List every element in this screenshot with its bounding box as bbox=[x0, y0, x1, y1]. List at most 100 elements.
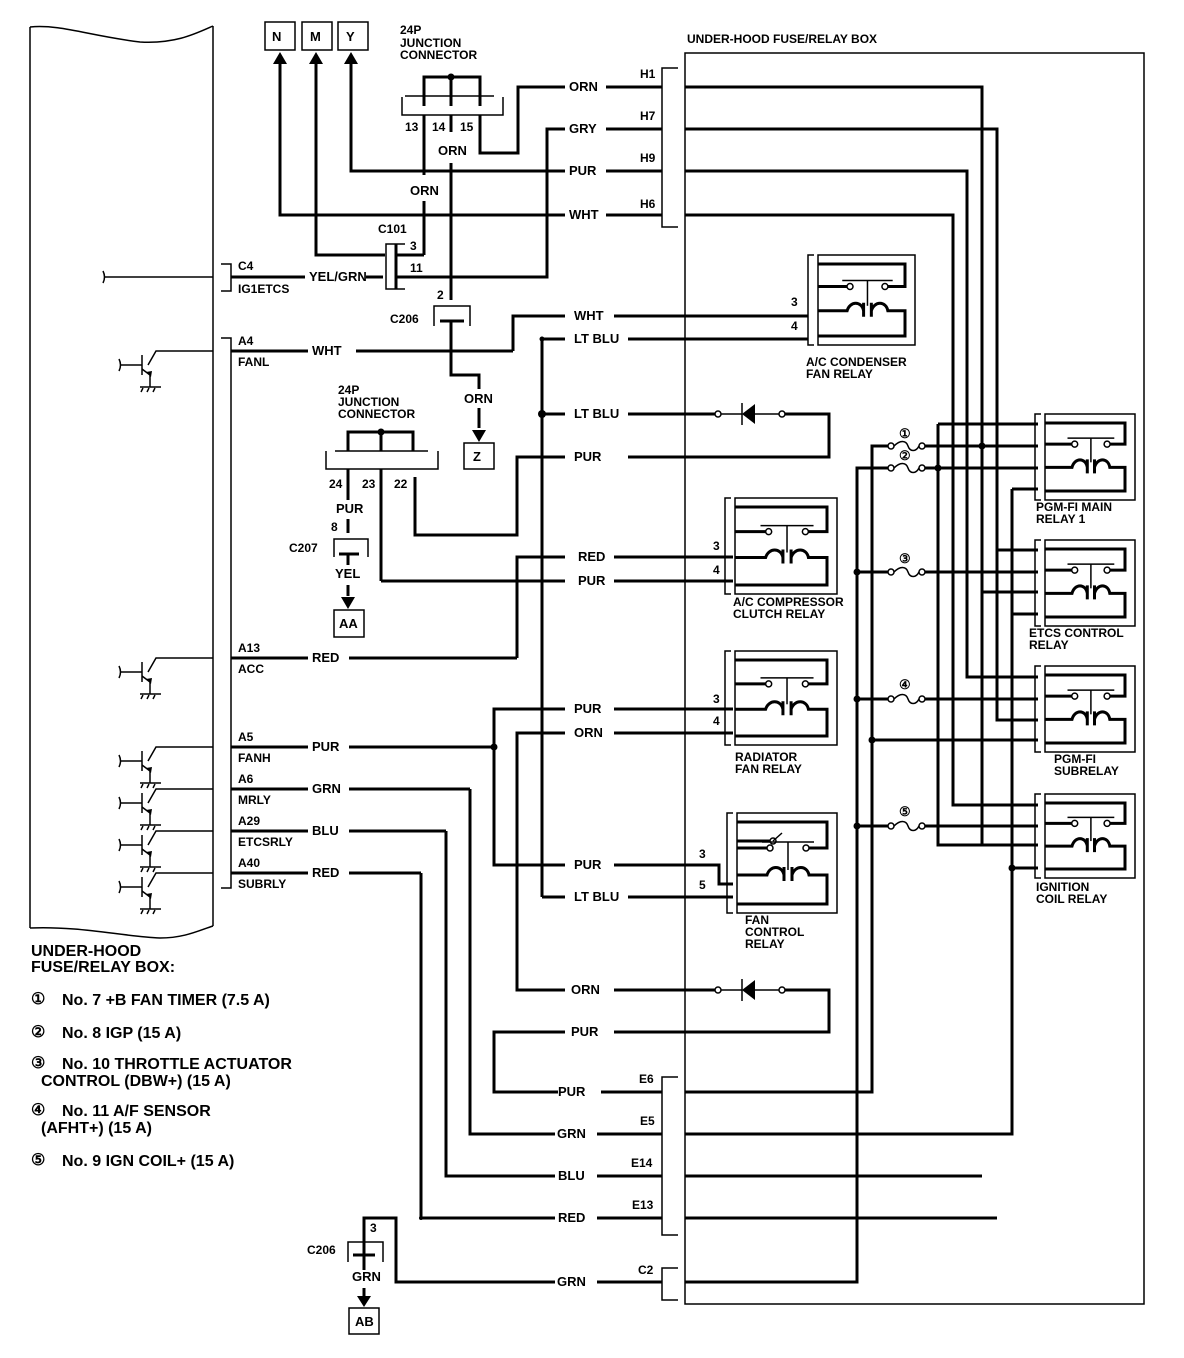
wire-label-e13: RED bbox=[558, 1210, 585, 1225]
relay-label-ignition-1: IGNITION bbox=[1036, 880, 1089, 894]
relay-fan-control bbox=[726, 812, 838, 914]
wire-label-a4: WHT bbox=[312, 343, 342, 358]
connector-label-n: N bbox=[272, 29, 281, 44]
fuse-icon bbox=[887, 440, 926, 452]
pcm-pin-a5: A5 bbox=[238, 730, 254, 744]
c101-label: C101 bbox=[378, 222, 407, 236]
pcm-signal-acc: ACC bbox=[238, 662, 264, 676]
pcm-connector-c4 bbox=[221, 263, 232, 292]
fanctrl-pin-5: 5 bbox=[699, 878, 706, 892]
fuse-mark-4: ④ bbox=[899, 677, 911, 692]
pcm-signal-fanl: FANL bbox=[238, 355, 269, 369]
wire-label-e14: BLU bbox=[558, 1168, 585, 1183]
junction-mid-pin-24: 24 bbox=[329, 477, 343, 491]
relay-etcs-control bbox=[1034, 539, 1136, 627]
legend-item-3-line-1: No. 10 THROTTLE ACTUATOR bbox=[62, 1056, 292, 1073]
wire-label-orn-14: ORN bbox=[438, 143, 467, 158]
wire-label-condenser-wht: WHT bbox=[574, 308, 604, 323]
relay-ac-compressor-clutch bbox=[724, 497, 838, 595]
junction-connector-top bbox=[401, 73, 504, 116]
connector-label-z: Z bbox=[473, 449, 481, 464]
c207-pin: 8 bbox=[331, 520, 338, 534]
wire-label-radiator-pur: PUR bbox=[574, 701, 602, 716]
wire-label-c206-grn: GRN bbox=[352, 1269, 381, 1284]
legend-mark-1: ① bbox=[31, 991, 45, 1008]
wire-label-condenser-ltblu: LT BLU bbox=[574, 331, 619, 346]
fuse-buses bbox=[853, 444, 890, 830]
relay-label-compressor-1: A/C COMPRESSOR bbox=[733, 595, 844, 609]
compressor-pin-4: 4 bbox=[713, 563, 720, 577]
legend-mark-2: ② bbox=[31, 1024, 45, 1041]
legend-mark-5: ⑤ bbox=[31, 1152, 45, 1169]
relay-label-compressor-2: CLUTCH RELAY bbox=[733, 607, 825, 621]
c206-bottom-pin: 3 bbox=[370, 1221, 377, 1235]
signal-ig1etcs: IG1ETCS bbox=[238, 282, 289, 296]
radiator-pin-3: 3 bbox=[713, 692, 720, 706]
junction-top-pin-13: 13 bbox=[405, 120, 419, 134]
fuse-mark-3: ③ bbox=[899, 551, 911, 566]
c206-bottom-label: C206 bbox=[307, 1243, 336, 1257]
transistor-driver-icon bbox=[118, 872, 213, 915]
diode-upper bbox=[628, 403, 831, 459]
legend-item-5: No. 9 IGN COIL+ (15 A) bbox=[62, 1153, 234, 1170]
junction-connector-mid bbox=[325, 428, 439, 470]
wire-label-a29: BLU bbox=[312, 823, 339, 838]
fuse-icon bbox=[887, 462, 926, 474]
wire-label-diode2-pur: PUR bbox=[571, 1024, 599, 1039]
wire-label-h6: WHT bbox=[569, 207, 599, 222]
pin-e6: E6 bbox=[639, 1072, 654, 1086]
pcm-pin-a40: A40 bbox=[238, 856, 260, 870]
pcm-module bbox=[29, 25, 214, 939]
fanctrl-pin-3: 3 bbox=[699, 847, 706, 861]
junction-top-label-2: JUNCTION bbox=[400, 36, 461, 50]
wire-label-c207-yel: YEL bbox=[335, 566, 360, 581]
junction-top-label-1: 24P bbox=[400, 23, 421, 37]
junction-mid-pin-22: 22 bbox=[394, 477, 408, 491]
connector-c207 bbox=[333, 538, 369, 557]
radiator-pin-4: 4 bbox=[713, 714, 720, 728]
relay-label-etcs-1: ETCS CONTROL bbox=[1029, 626, 1124, 640]
junction-top-label-3: CONNECTOR bbox=[400, 48, 477, 62]
junction-top-pin-14: 14 bbox=[432, 120, 446, 134]
legend-heading-2: FUSE/RELAY BOX: bbox=[31, 959, 175, 976]
transistor-driver-icon bbox=[118, 657, 213, 700]
connector-label-y: Y bbox=[346, 29, 355, 44]
legend-mark-4: ④ bbox=[31, 1102, 45, 1119]
legend-item-4-line-1: No. 11 A/F SENSOR bbox=[62, 1103, 211, 1120]
pcm-pin-a4: A4 bbox=[238, 334, 254, 348]
relay-label-fanctrl-3: RELAY bbox=[745, 937, 785, 951]
pcm-pin-a29: A29 bbox=[238, 814, 260, 828]
relay-label-condenser-1: A/C CONDENSER bbox=[806, 355, 907, 369]
relay-label-radiator-2: FAN RELAY bbox=[735, 762, 802, 776]
c206-top-label: C206 bbox=[390, 312, 419, 326]
pin-c2: C2 bbox=[638, 1263, 654, 1277]
h-wires-inside bbox=[685, 85, 1038, 847]
relay-pgm-fi-sub bbox=[1034, 665, 1136, 753]
connector-box-ab bbox=[348, 1307, 380, 1335]
pcm-signal-fanh: FANH bbox=[238, 751, 271, 765]
condenser-pin-4: 4 bbox=[791, 319, 798, 333]
junction-mid-label-1: 24P bbox=[338, 383, 359, 397]
fuse-mark-1: ① bbox=[899, 426, 911, 441]
relay-label-ignition-2: COIL RELAY bbox=[1036, 892, 1107, 906]
wire-label-h9: PUR bbox=[569, 163, 597, 178]
fuse-relay-box-outline bbox=[684, 52, 1145, 1305]
fuse-icon bbox=[887, 693, 926, 705]
wire-label-h1: ORN bbox=[569, 79, 598, 94]
pin-e5: E5 bbox=[640, 1114, 655, 1128]
wire-label-c207-pur: PUR bbox=[336, 501, 364, 516]
pcm-wires bbox=[231, 349, 517, 875]
pin-c4: C4 bbox=[238, 259, 254, 273]
legend-heading-1: UNDER-HOOD bbox=[31, 943, 141, 960]
wire-label-fanctrl-pur: PUR bbox=[574, 857, 602, 872]
relay-label-etcs-2: RELAY bbox=[1029, 638, 1069, 652]
wire-label-diode2-orn: ORN bbox=[571, 982, 600, 997]
junction-mid-label-3: CONNECTOR bbox=[338, 407, 415, 421]
connector-e bbox=[661, 1076, 678, 1236]
c101-pin-3: 3 bbox=[410, 239, 417, 253]
relay-pgm-fi-main-1 bbox=[1034, 413, 1136, 501]
relay-label-pgm-main-1: PGM-FI MAIN bbox=[1036, 500, 1112, 514]
wire-label-a13: RED bbox=[312, 650, 339, 665]
pin-e14: E14 bbox=[631, 1156, 653, 1170]
